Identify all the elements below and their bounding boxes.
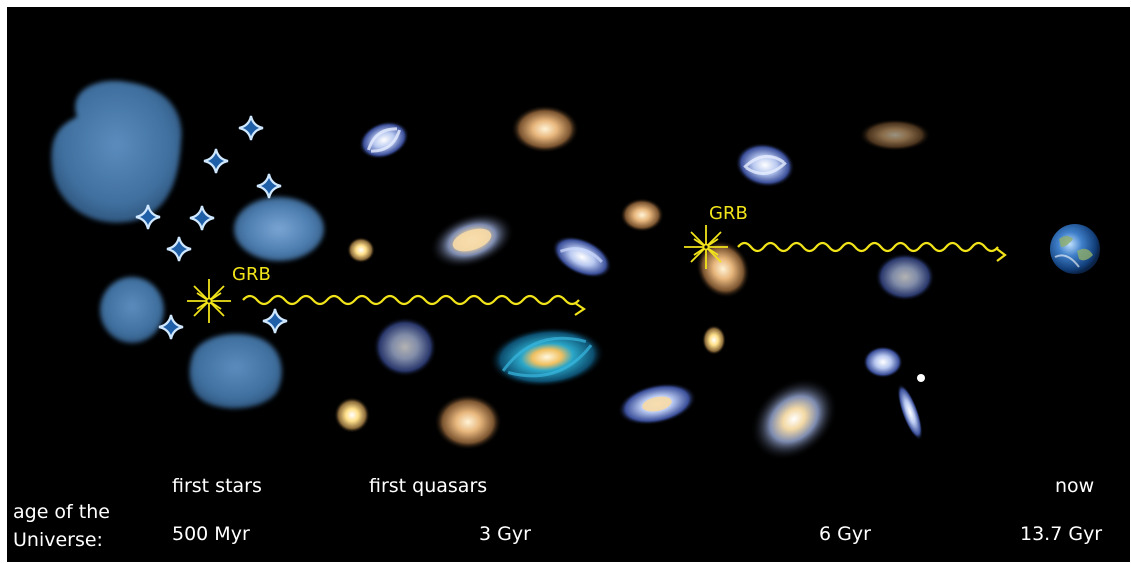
dwarf-galaxy <box>702 325 726 355</box>
age-13-7-gyr: 13.7 Gyr <box>1020 523 1103 545</box>
barred-spiral-galaxy <box>617 382 697 426</box>
arrowhead-icon <box>996 248 1007 262</box>
dwarf-galaxy <box>917 374 925 382</box>
spiral-galaxy-blue <box>552 235 612 279</box>
star-icon <box>202 147 230 175</box>
grb-burst-early <box>187 279 231 323</box>
spiral-galaxy-faint <box>373 317 437 377</box>
spiral-galaxy-large <box>750 377 838 461</box>
age-label-line1: age of the <box>13 501 110 523</box>
star-icon <box>261 307 289 335</box>
gas-cloud-large <box>51 80 182 223</box>
epoch-first-stars: first stars <box>172 475 262 497</box>
grb-label-late: GRB <box>709 203 748 224</box>
star-icon <box>255 172 283 200</box>
edge-on-galaxy <box>695 239 751 299</box>
spiral-galaxy-small <box>735 142 795 188</box>
gas-cloud-upper <box>234 197 324 261</box>
star-icon <box>237 114 265 142</box>
elliptical-galaxy <box>434 394 502 450</box>
gas-cloud-lower <box>189 333 282 409</box>
earth-icon <box>1050 224 1100 274</box>
gas-clouds <box>51 80 324 409</box>
dwarf-galaxy <box>334 397 370 433</box>
age-500-myr: 500 Myr <box>172 523 250 545</box>
grb-signal-wave-late <box>737 241 999 253</box>
elliptical-galaxy <box>620 198 664 232</box>
age-label-line2: Universe: <box>13 529 103 551</box>
spiral-galaxy-small <box>863 346 903 378</box>
galaxy-cluster <box>875 253 935 301</box>
timeline-diagram: GRB GRB first stars first quasars now ag… <box>7 7 1130 562</box>
faint-galaxy <box>859 119 931 151</box>
age-6-gyr: 6 Gyr <box>819 523 871 545</box>
age-3-gyr: 3 Gyr <box>479 523 531 545</box>
galaxies-early <box>334 105 612 450</box>
edge-on-galaxy <box>897 383 923 441</box>
cosmic-timeline-artwork <box>51 80 1100 461</box>
gas-cloud-left <box>100 277 164 343</box>
grand-design-spiral <box>489 326 605 388</box>
star-icon <box>165 235 193 263</box>
elliptical-galaxy <box>511 105 579 153</box>
dwarf-galaxy <box>347 237 375 263</box>
spiral-galaxy-tilted <box>429 211 515 269</box>
galaxies-late <box>617 119 935 461</box>
star-icon <box>188 204 216 232</box>
grb-signal-wave-early <box>242 294 580 306</box>
spiral-galaxy-small <box>358 120 410 160</box>
grb-label-early: GRB <box>232 264 271 285</box>
grb-burst-late <box>684 225 728 269</box>
epoch-now: now <box>1055 475 1095 497</box>
arrowhead-icon <box>574 302 586 316</box>
epoch-first-quasars: first quasars <box>369 475 488 497</box>
